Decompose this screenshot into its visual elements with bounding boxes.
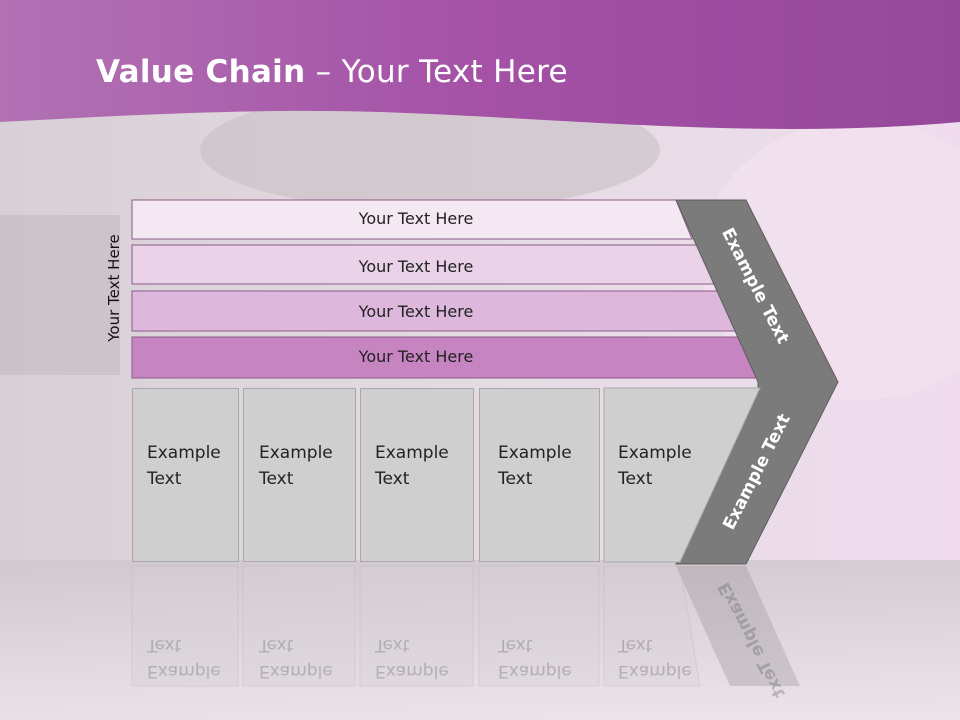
reflection xyxy=(131,565,800,687)
slide-title: Value Chain – Your Text Here xyxy=(96,54,568,90)
box-5-shape xyxy=(603,387,761,563)
activity-box-2 xyxy=(243,388,356,562)
band-label-1: Your Text Here xyxy=(358,209,474,228)
activity-box-1 xyxy=(132,388,239,562)
band-1 xyxy=(131,199,693,240)
band-label-4: Your Text Here xyxy=(358,347,474,366)
band-label-2: Your Text Here xyxy=(358,257,474,276)
activity-box-3 xyxy=(360,388,474,562)
chevron-shape xyxy=(675,199,839,565)
band-label-3: Your Text Here xyxy=(358,302,474,321)
activity-box-4 xyxy=(479,388,600,562)
